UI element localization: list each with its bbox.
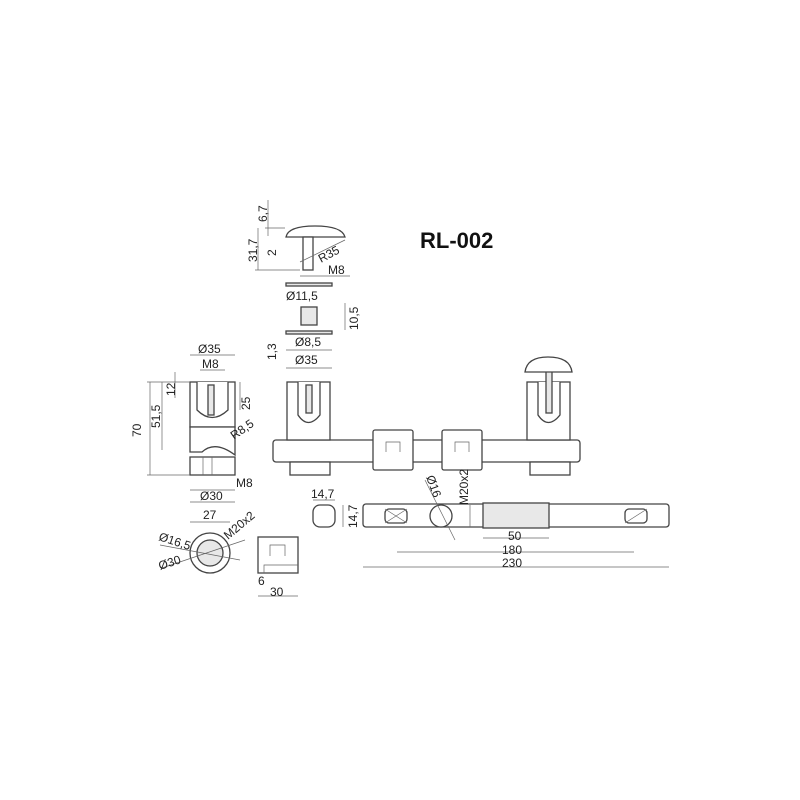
dim-spacer-inner: Ø8,5 <box>295 335 321 349</box>
dim-clamp-step: 6 <box>258 574 265 588</box>
dim-pin-thread: M8 <box>328 263 345 277</box>
dim-bracket-bottom-thread: M8 <box>236 476 253 490</box>
dim-bar-thread: M20x2 <box>457 469 471 505</box>
dim-bracket-top-dia: Ø35 <box>198 342 221 356</box>
dim-bracket-slot: 12 <box>164 382 178 396</box>
dim-spacer-outer: Ø35 <box>295 353 318 367</box>
bar-part <box>362 479 670 568</box>
dim-ring-thread: M20x2 <box>221 508 258 542</box>
clamp-block <box>257 536 299 574</box>
dim-pin-total: 31,7 <box>246 238 260 262</box>
dim-bar-thread-len: 50 <box>508 529 522 543</box>
dim-bar-section-w: 14,7 <box>311 487 335 501</box>
dim-spacer-h: 10,5 <box>347 306 361 330</box>
dim-bracket-mid: 51,5 <box>149 404 163 428</box>
pin-part <box>255 200 350 277</box>
dim-ring-width: 27 <box>203 508 217 522</box>
dim-washer: Ø11,5 <box>286 289 318 303</box>
dim-pin-step: 2 <box>265 249 279 256</box>
ring-inner <box>196 539 224 567</box>
pin-head <box>285 225 346 238</box>
dim-bar-section-h: 14,7 <box>346 504 360 528</box>
dim-ring-outer: Ø30 <box>157 552 183 572</box>
dim-bracket-height: 70 <box>130 423 144 437</box>
spacer <box>300 306 318 326</box>
dim-ring-inner: Ø16,5 <box>157 530 193 554</box>
dim-bar-hole: Ø16 <box>423 473 444 499</box>
drawing-title: RL-002 <box>420 228 493 253</box>
washer-bottom <box>285 330 333 335</box>
dim-clamp-width: 30 <box>270 585 284 599</box>
washer-top <box>285 282 333 287</box>
dim-bar-length: 230 <box>502 556 522 570</box>
bracket-detail <box>147 354 241 503</box>
dim-bracket-bottom-dia: Ø30 <box>200 489 223 503</box>
assembly-view <box>272 356 581 476</box>
dim-washer-t: 1,3 <box>265 343 279 360</box>
bar-section <box>312 504 336 528</box>
dim-bracket-top-thread: M8 <box>202 357 219 371</box>
dim-bracket-slot-depth: 25 <box>239 396 253 410</box>
dim-bar-center-dist: 180 <box>502 543 522 557</box>
dim-pin-head: 6,7 <box>256 205 270 222</box>
pin-shank <box>302 236 314 271</box>
